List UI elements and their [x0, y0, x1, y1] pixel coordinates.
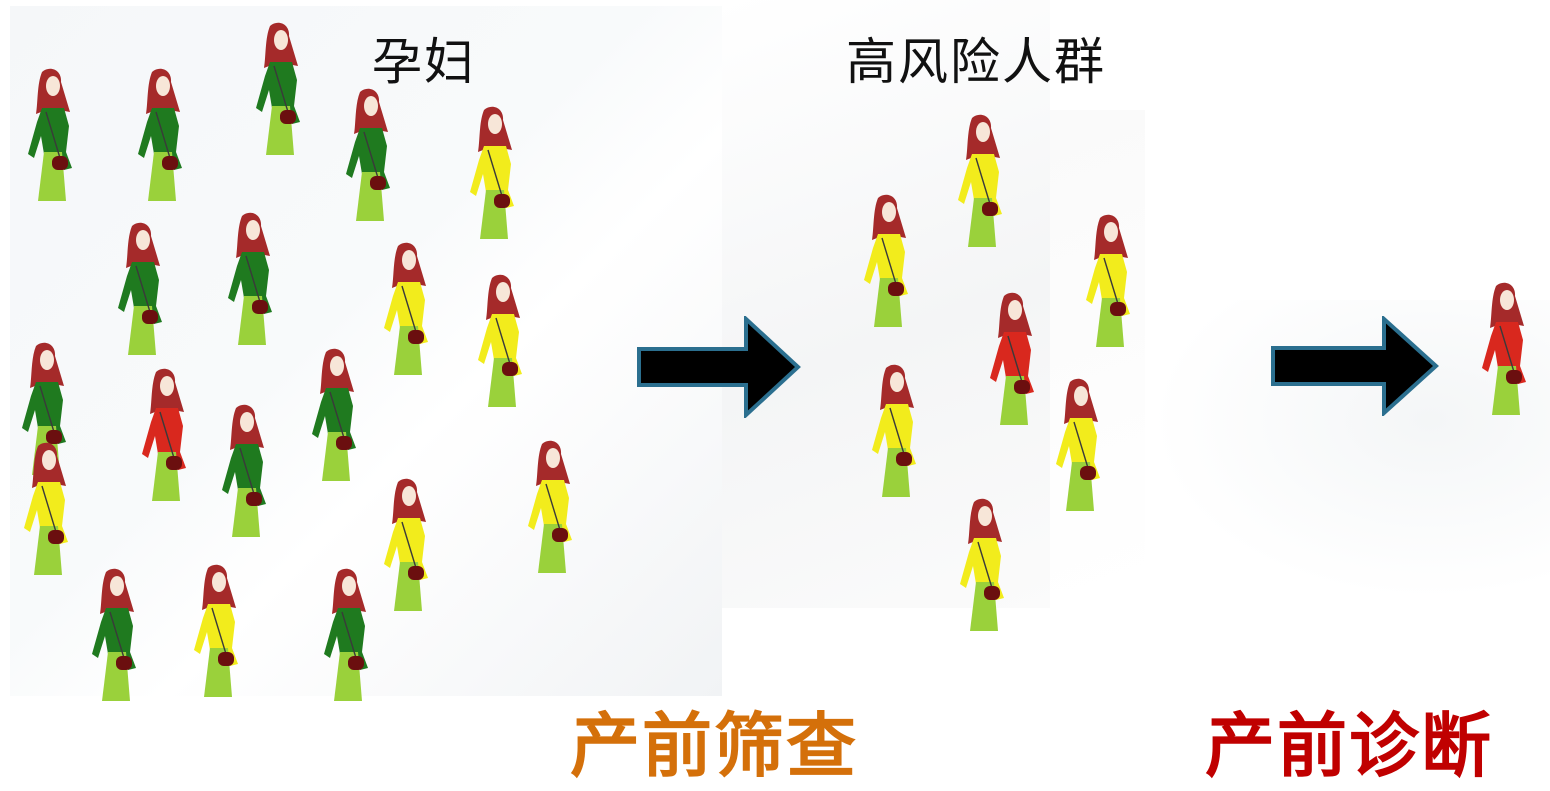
woman-figure-icon — [214, 402, 274, 537]
woman-figure-icon — [462, 104, 522, 239]
pregnant-women-label: 孕妇 — [372, 33, 476, 91]
woman-figure-icon — [520, 438, 580, 573]
woman-figure-icon — [304, 346, 364, 481]
woman-figure-icon — [376, 476, 436, 611]
woman-figure-icon — [130, 66, 190, 201]
woman-figure-icon — [1048, 376, 1108, 511]
woman-figure-icon — [952, 496, 1012, 631]
woman-figure-icon — [84, 566, 144, 701]
woman-figure-icon — [248, 20, 308, 155]
right-arrow-icon — [1271, 316, 1439, 416]
woman-figure-icon — [950, 112, 1010, 247]
woman-figure-icon — [338, 86, 398, 221]
prenatal-diagnosis-label: 产前诊断 — [1205, 705, 1493, 787]
woman-figure-icon — [16, 440, 76, 575]
woman-figure-icon — [856, 192, 916, 327]
woman-figure-icon — [186, 562, 246, 697]
woman-figure-icon — [1474, 280, 1534, 415]
woman-figure-icon — [864, 362, 924, 497]
woman-figure-icon — [982, 290, 1042, 425]
woman-figure-icon — [376, 240, 436, 375]
high-risk-group-label: 高风险人群 — [846, 33, 1106, 91]
right-arrow-icon — [637, 316, 801, 418]
high-risk-panel-extension — [1050, 110, 1145, 590]
woman-figure-icon — [220, 210, 280, 345]
woman-figure-icon — [1078, 212, 1138, 347]
woman-figure-icon — [20, 66, 80, 201]
woman-figure-icon — [134, 366, 194, 501]
woman-figure-icon — [470, 272, 530, 407]
woman-figure-icon — [316, 566, 376, 701]
prenatal-screening-label: 产前筛查 — [570, 705, 858, 787]
woman-figure-icon — [110, 220, 170, 355]
